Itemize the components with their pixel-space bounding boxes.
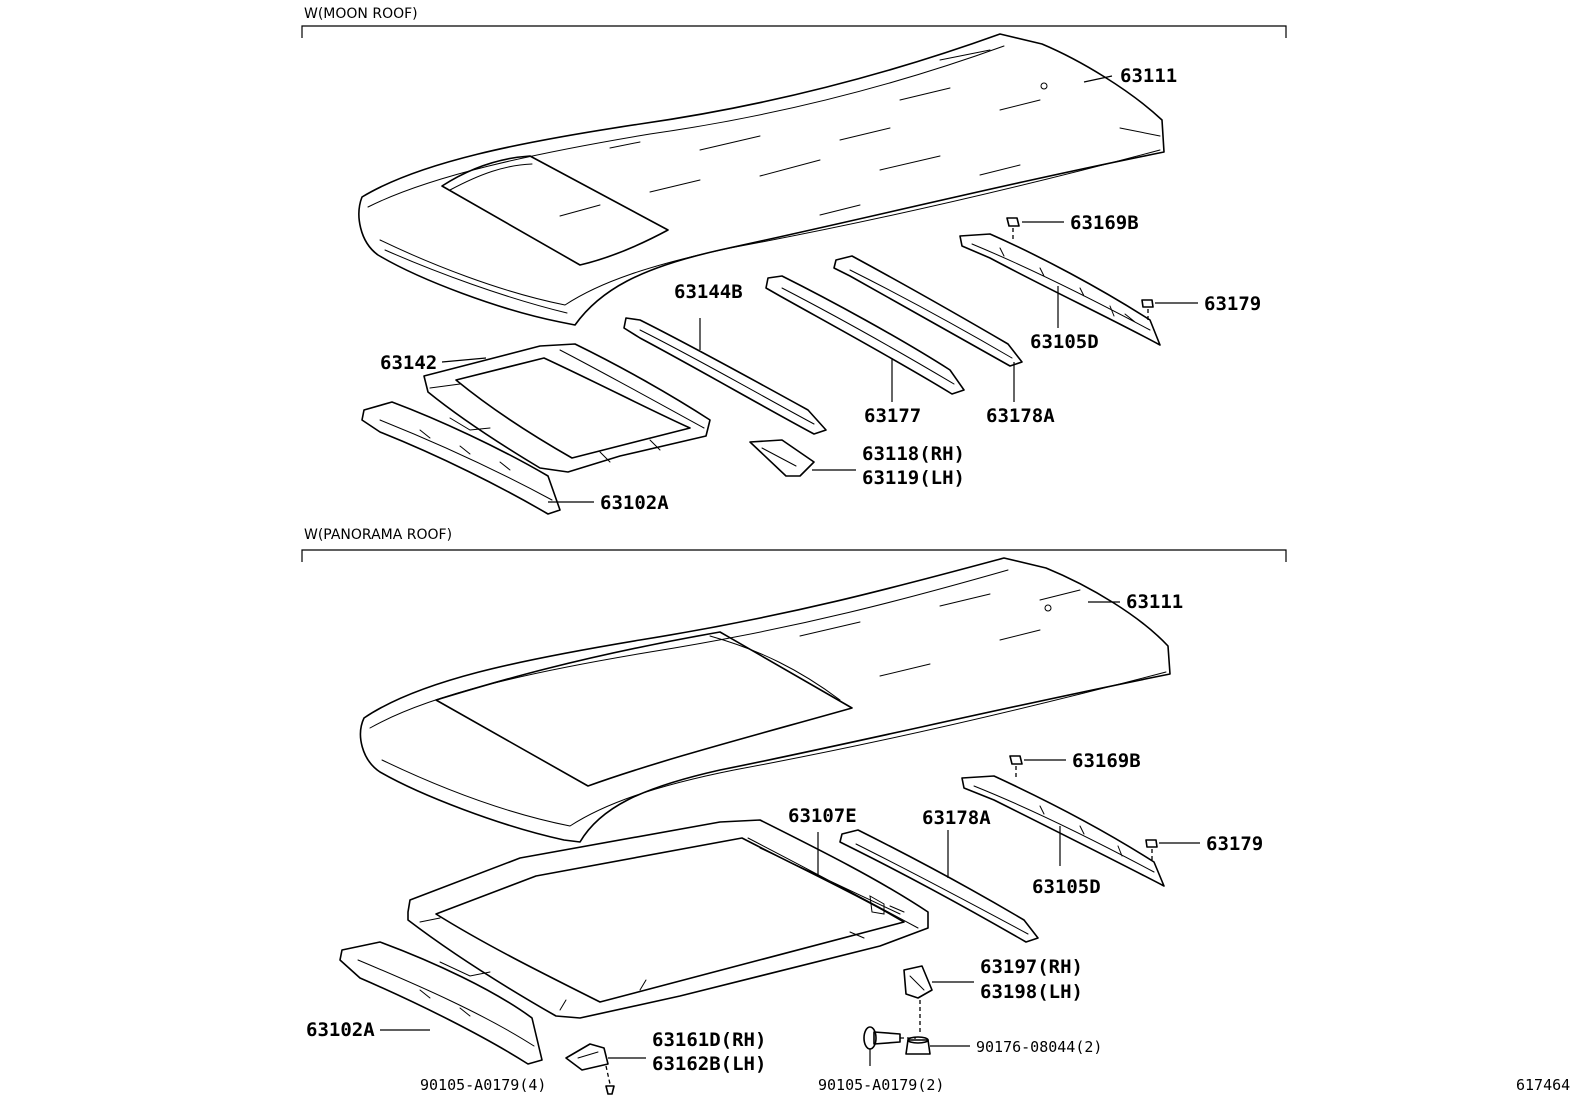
label-63169b-moon: 63169B: [1070, 212, 1139, 234]
label-63111-panorama: 63111: [1126, 591, 1183, 613]
front-header-63102a-moon: [361, 401, 561, 515]
label-90105-a0179-2: 90105-A0179(2): [818, 1076, 944, 1094]
label-63178a-moon: 63178A: [986, 405, 1055, 427]
moon-roof-section: W(MOON ROOF) 63111 63169B: [301, 6, 1287, 515]
panorama-roof-section: W(PANORAMA ROOF) 63111 63169B 63105D: [301, 527, 1287, 1095]
bracket-63197-63198: [903, 965, 933, 1034]
reinforcement-frame-63142: [423, 343, 711, 473]
label-63119-lh: 63119(LH): [862, 467, 965, 489]
roof-bow-63178a-moon: [833, 255, 1023, 367]
label-63111-moon: 63111: [1120, 65, 1177, 87]
figure-id: 617464: [1516, 1076, 1570, 1094]
label-63142: 63142: [380, 352, 437, 374]
moon-roof-section-title: W(MOON ROOF): [304, 6, 418, 22]
clip-63169b-panorama: [1009, 755, 1023, 778]
label-63105d-panorama: 63105D: [1032, 876, 1101, 898]
roof-panel-moon: [358, 33, 1165, 326]
label-63197-rh: 63197(RH): [980, 956, 1083, 978]
label-63102a-moon: 63102A: [600, 492, 669, 514]
roof-bow-63178a-panorama: [839, 829, 1039, 943]
clip-63179-moon: [1141, 299, 1154, 322]
bracket-63118-63119: [749, 439, 815, 477]
roof-bow-63177: [765, 275, 965, 395]
panorama-roof-section-bracket: [301, 549, 1287, 562]
label-63177: 63177: [864, 405, 921, 427]
label-63179-moon: 63179: [1204, 293, 1261, 315]
bracket-63161d-63162b: [565, 1043, 615, 1095]
label-63118-rh: 63118(RH): [862, 443, 965, 465]
panorama-roof-opening: [435, 631, 853, 787]
label-63179-panorama: 63179: [1206, 833, 1263, 855]
panorama-frame-63107e: [407, 819, 929, 1019]
clip-63179-panorama: [1145, 839, 1158, 862]
label-63161d-rh: 63161D(RH): [652, 1029, 766, 1051]
label-90105-a0179-4: 90105-A0179(4): [420, 1076, 546, 1094]
label-63169b-panorama: 63169B: [1072, 750, 1141, 772]
label-63178a-panorama: 63178A: [922, 807, 991, 829]
panorama-roof-section-title: W(PANORAMA ROOF): [304, 527, 452, 543]
rear-header-63105d-panorama: [961, 775, 1165, 887]
label-63144b: 63144B: [674, 281, 743, 303]
label-63105d-moon: 63105D: [1030, 331, 1099, 353]
moon-roof-section-bracket: [301, 25, 1287, 38]
roof-bow-63144b: [623, 317, 827, 435]
clip-63169b-moon: [1006, 217, 1020, 242]
label-63198-lh: 63198(LH): [980, 981, 1083, 1003]
label-63162b-lh: 63162B(LH): [652, 1053, 766, 1075]
roof-panel-panorama: [359, 557, 1171, 843]
label-63107e: 63107E: [788, 805, 857, 827]
rear-header-63105d-moon: [959, 233, 1161, 346]
label-90176-08044: 90176-08044(2): [976, 1038, 1102, 1056]
moon-roof-opening: [441, 155, 669, 266]
nut-90176-08044: [905, 1036, 931, 1055]
label-63102a-panorama: 63102A: [306, 1019, 375, 1041]
front-header-63102a-panorama: [339, 941, 543, 1065]
bolt-90105-a0179-2: [863, 1026, 916, 1066]
